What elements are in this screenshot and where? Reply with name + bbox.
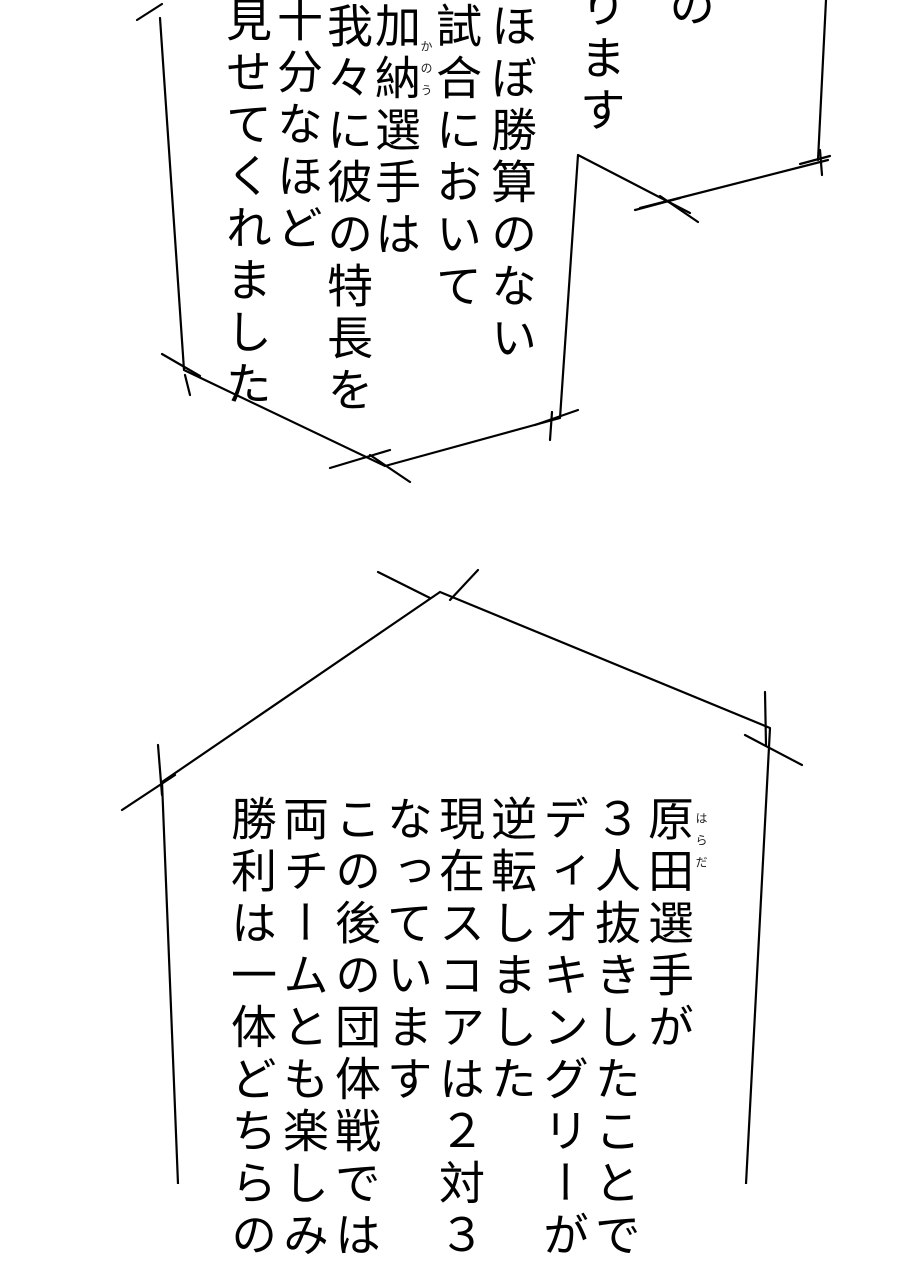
bottom-text-col-2: ３人抜きしたことで xyxy=(588,795,642,1263)
bottom-text-col-4: 逆転しました xyxy=(484,795,538,1107)
speech-bubble-outlines xyxy=(120,0,832,1184)
bottom-text-col-5: 現在スコアは２対３ xyxy=(432,795,486,1263)
top-ruby: かのう xyxy=(419,40,433,106)
bottom-bubble-cross-top xyxy=(376,568,480,602)
top-bubble-cross-r xyxy=(798,148,832,177)
top-text-col-8: 見せてくれました xyxy=(219,0,273,412)
top-text-col-2: ります xyxy=(573,0,627,138)
top-bubble-cross-tl xyxy=(135,2,164,22)
top-text-col-4: 試合において xyxy=(429,2,483,314)
bottom-text-col-6: なっています xyxy=(380,795,434,1107)
bottom-text-col-3: ディオキングリーが xyxy=(536,795,590,1263)
top-text-col-5: 加納選手は xyxy=(368,2,422,262)
bottom-text-col-7: この後の団体戦では xyxy=(328,795,382,1263)
top-text-col-3: ほぼ勝算のない xyxy=(484,2,538,366)
top-text-col-1: の xyxy=(662,0,716,34)
top-bubble-cross-tail xyxy=(633,194,700,224)
bottom-text-col-9: 勝利は一体どちらの xyxy=(224,795,278,1263)
top-text-col-7: 十分なほど xyxy=(270,0,324,256)
bottom-bubble-cross-right xyxy=(743,690,804,767)
top-text-col-6: 我々に彼の特長を xyxy=(320,2,374,418)
top-bubble-cross-bl1 xyxy=(160,352,202,397)
bottom-bubble-cross-left xyxy=(120,743,177,812)
top-bubble-cross-br xyxy=(533,408,580,442)
top-bubble-cross-bl2 xyxy=(328,448,412,484)
bottom-text-col-8: 両チームとも楽しみ xyxy=(276,795,330,1263)
bottom-text-col-1: 原田選手が xyxy=(641,795,695,1055)
bottom-ruby: はらだ xyxy=(694,812,708,878)
